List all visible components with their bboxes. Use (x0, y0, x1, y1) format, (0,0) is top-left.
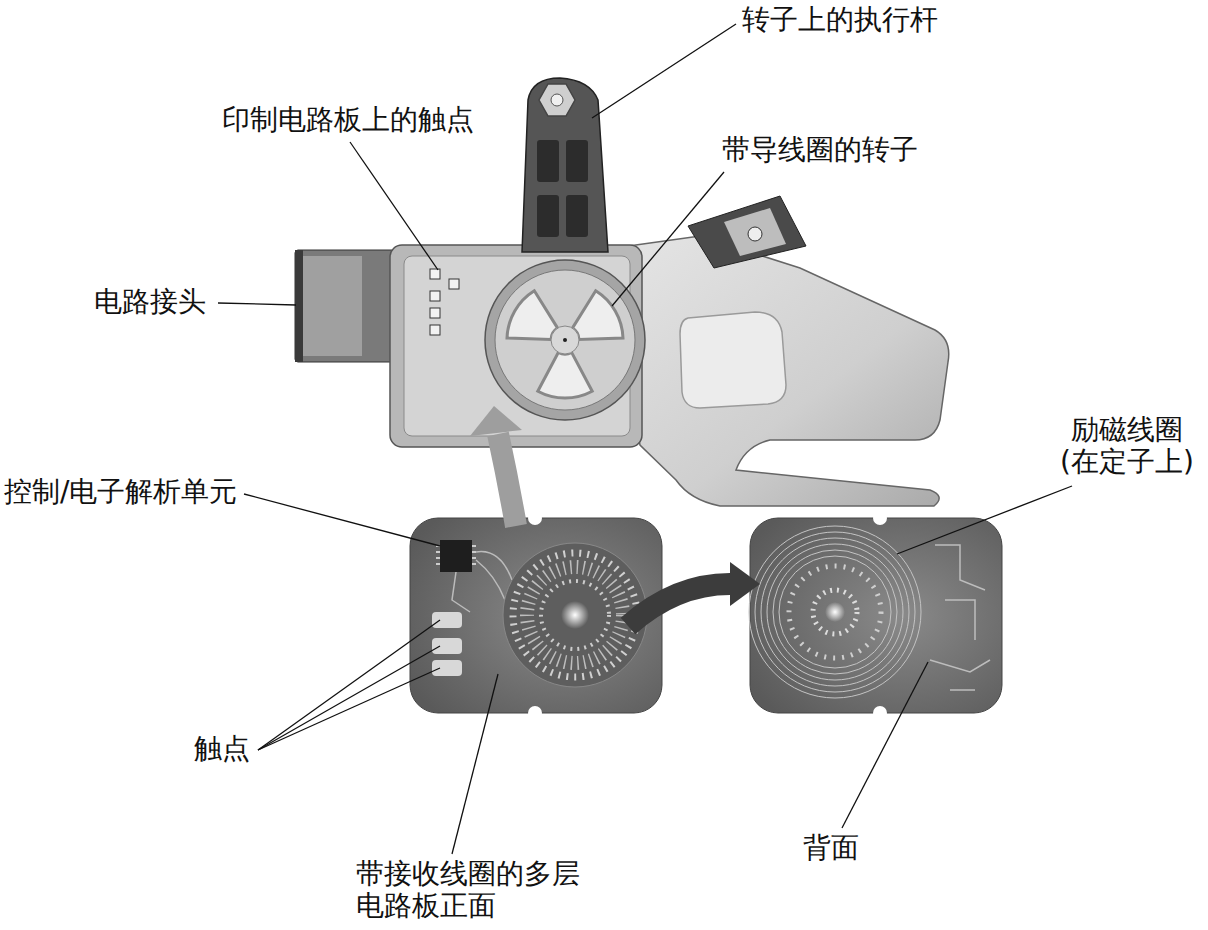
pcb-notch (873, 706, 887, 720)
part-label: 印制电路板上的触点 (222, 104, 474, 136)
rotor-coil-lobe (572, 291, 623, 340)
part-label: 控制/电子解析单元 (4, 476, 237, 508)
contact-pad (430, 291, 440, 301)
assembly-arrowhead (470, 406, 522, 436)
arm-window (566, 140, 588, 182)
arm-bolt (551, 94, 563, 106)
flip-arrowhead (730, 562, 760, 606)
rotor-seat (485, 260, 645, 420)
part-label: 带接收线圈的多层 电路板正面 (356, 858, 594, 922)
pcb-contact (432, 660, 462, 676)
part-label: 背面 (803, 832, 859, 864)
bracket-hole (748, 227, 762, 241)
actuator-arm (522, 78, 608, 252)
plug-face (300, 256, 362, 356)
rotor-hub (551, 326, 579, 354)
rotor-coil-lobe (507, 291, 558, 340)
arm-window (566, 195, 588, 237)
pcb-notch (873, 511, 887, 525)
receiver-coil (541, 581, 609, 649)
rotor-center (563, 338, 567, 342)
leader-lines (218, 24, 1072, 854)
control-chip (440, 540, 472, 572)
arm-window (537, 140, 559, 182)
pcb-contact (432, 612, 462, 628)
plug-edge (295, 250, 303, 362)
receiver-coil (513, 553, 637, 677)
pcb-notch (528, 706, 542, 720)
coil-center (825, 602, 845, 622)
part-label: 励磁线圈 (在定子上) (1054, 414, 1200, 478)
via-ring (789, 566, 881, 658)
assembly-arrow (498, 434, 516, 526)
arm-nut (539, 84, 575, 116)
via-ring (813, 590, 857, 634)
contact-pad (430, 325, 440, 335)
rotor-disc (495, 270, 635, 410)
contact-pad (449, 279, 459, 289)
plate-recess (680, 312, 786, 408)
pcb-trace (452, 552, 512, 612)
flip-arrow (628, 584, 730, 626)
mount-bracket (688, 196, 806, 268)
bracket-face (724, 208, 786, 256)
contact-pad (430, 269, 440, 279)
rotor-coil-lobe (538, 352, 592, 398)
pcb-notch (528, 511, 542, 525)
part-label: 电路接头 (94, 286, 206, 318)
receiver-coil (527, 567, 623, 663)
coil-center (561, 601, 589, 629)
chip-pins (436, 546, 476, 564)
part-label: 转子上的执行杆 (742, 4, 938, 36)
contact-pad (430, 308, 440, 318)
arm-window (537, 195, 559, 237)
excitation-coil (749, 526, 921, 698)
part-label: 带导线圈的转子 (722, 134, 918, 166)
housing-plate (600, 236, 949, 506)
part-label: 触点 (194, 733, 250, 765)
pcb-trace (930, 545, 990, 690)
pcb-back (750, 518, 1002, 713)
pcb-contact (432, 638, 462, 654)
